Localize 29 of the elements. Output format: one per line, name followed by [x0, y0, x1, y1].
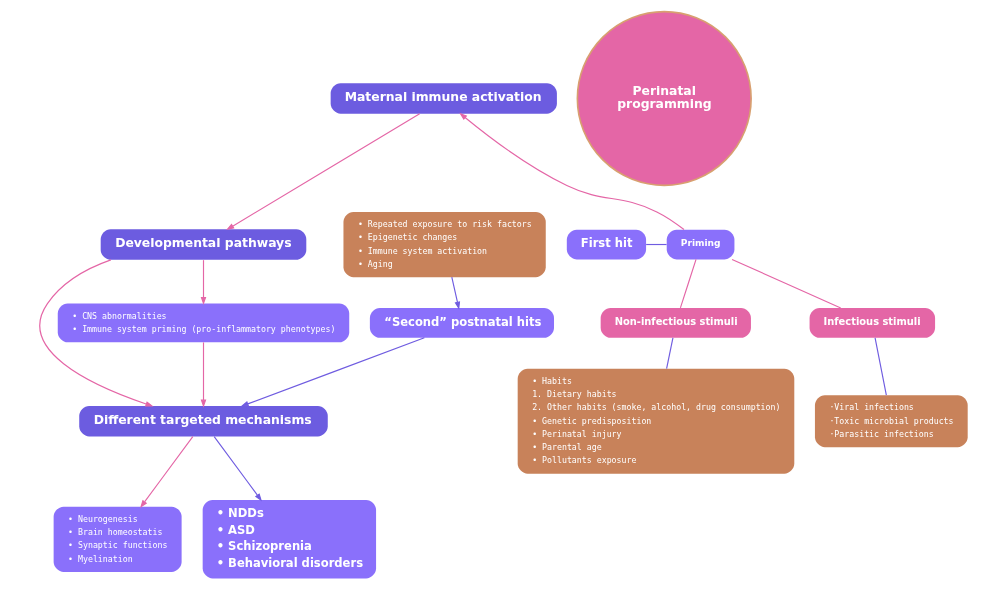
- node-box: • Habits 1. Dietary habits 2. Other habits (smoke, alcohol, drug consumption) • Genetic predisposition • Perinatal injury • Parental age • Pollutants exposure: [517, 368, 795, 474]
- connector: [645, 243, 668, 246]
- node-box: • Neurogenesis • Brain homeostatis • Synaptic functions • Myelination: [53, 506, 182, 572]
- connector: [731, 258, 842, 309]
- node-box: • NDDs • ASD • Schizoprenia • Behavioral disorders: [202, 500, 377, 579]
- node-circle: Perinatal programming: [576, 10, 752, 187]
- arrow: [226, 113, 421, 231]
- node-box: Different targeted mechanisms: [79, 405, 328, 437]
- node-box: Priming: [666, 229, 735, 260]
- node-box: Maternal immune activation: [330, 83, 557, 114]
- connector: [666, 337, 674, 370]
- arrow: [459, 112, 685, 231]
- arrow: [200, 341, 207, 408]
- arrow: [200, 259, 207, 306]
- connector: [679, 258, 697, 309]
- connector: [874, 337, 887, 396]
- arrow: [451, 276, 461, 310]
- node-box: Infectious stimuli: [809, 308, 936, 338]
- node-box: “Second” postnatal hits: [369, 308, 554, 338]
- node-box: • Repeated exposure to risk factors • Epigenetic changes • Immune system activation • Aging: [343, 211, 546, 278]
- arrow: [213, 435, 262, 502]
- arrow: [240, 337, 425, 407]
- arrow: [140, 435, 194, 509]
- node-box: Non-infectious stimuli: [600, 308, 751, 338]
- node-box: Developmental pathways: [100, 229, 307, 260]
- node-box: • CNS abnormalities • Immune system priming (pro-inflammatory phenotypes): [57, 303, 350, 343]
- node-box: First hit: [566, 229, 647, 260]
- arrow: [39, 259, 154, 407]
- node-box: ·Viral infections ·Toxic microbial products ·Parasitic infections: [814, 395, 968, 448]
